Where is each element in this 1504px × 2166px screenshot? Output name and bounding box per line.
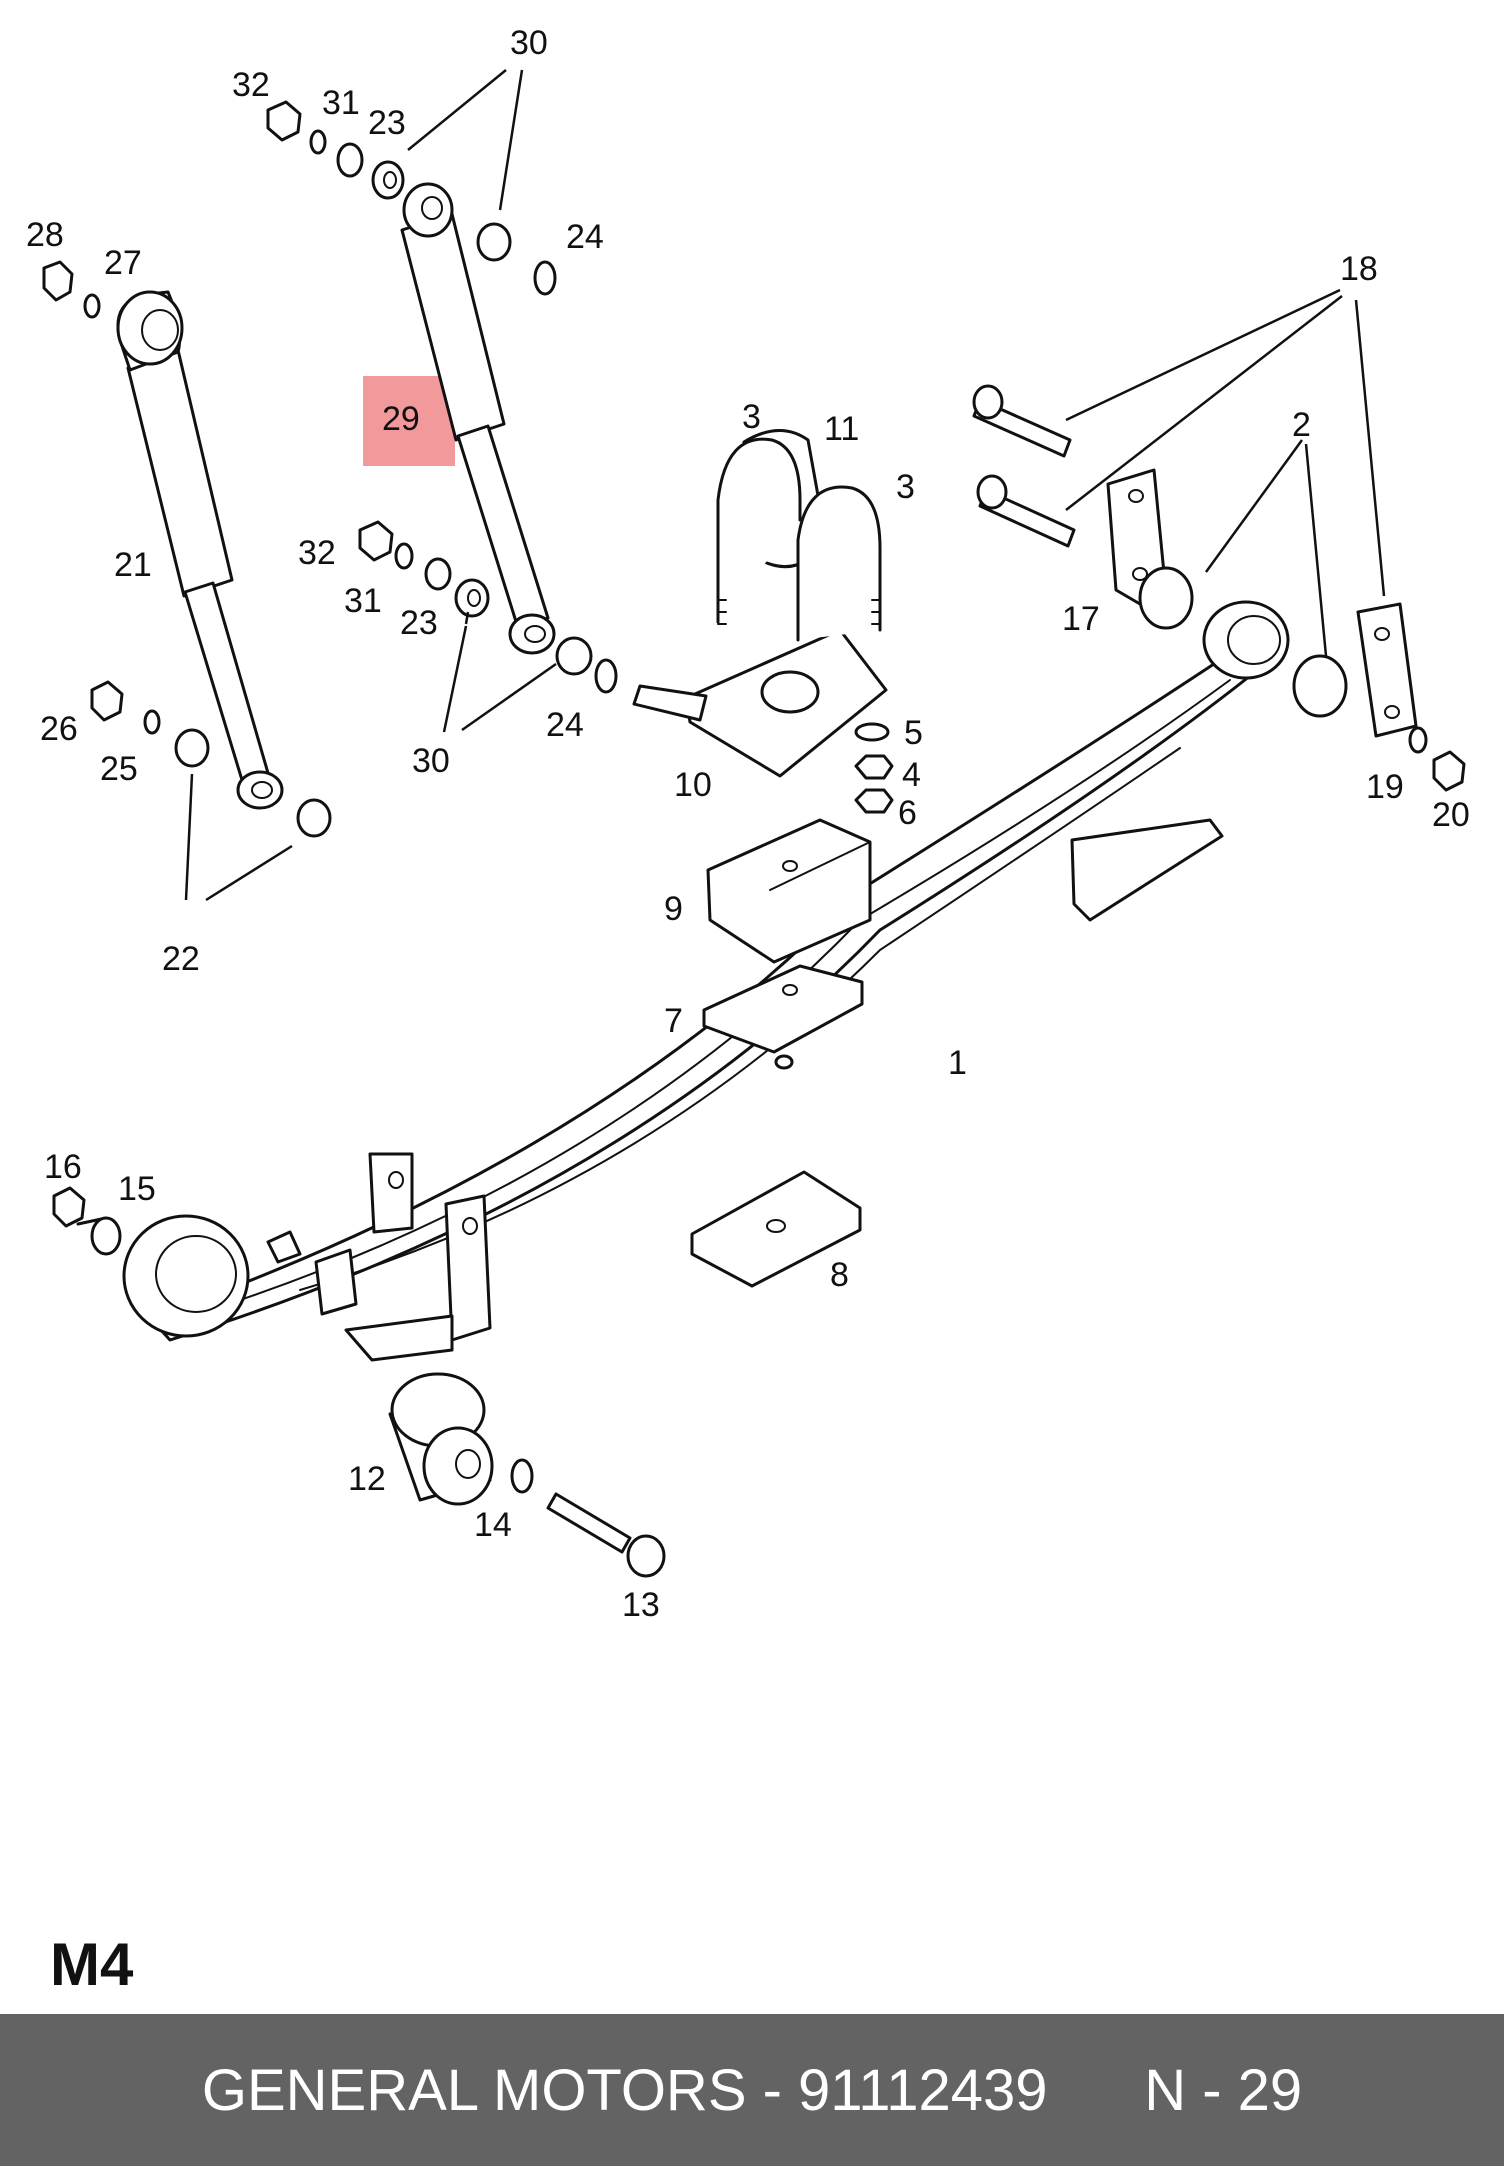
label-25: 25 <box>100 750 138 788</box>
label-13: 13 <box>622 1586 660 1624</box>
label-15: 15 <box>118 1170 156 1208</box>
label-3a: 3 <box>742 398 761 436</box>
label-21: 21 <box>114 546 152 584</box>
leader-lines <box>184 69 1386 902</box>
front-hanger[interactable] <box>972 384 1466 792</box>
label-26: 26 <box>40 710 78 748</box>
footer-bar: GENERAL MOTORS - 91112439 N - 29 <box>0 2014 1504 2166</box>
label-17: 17 <box>1062 600 1100 638</box>
u-bolt-assembly[interactable] <box>632 429 888 778</box>
footer-part-number: 91112439 <box>798 2057 1048 2123</box>
highlight-box-29 <box>363 376 455 466</box>
label-1: 1 <box>948 1044 967 1082</box>
label-10: 10 <box>674 766 712 804</box>
label-22: 22 <box>162 940 200 978</box>
label-11: 11 <box>824 410 859 448</box>
label-27: 27 <box>104 244 142 282</box>
label-12: 12 <box>348 1460 386 1498</box>
label-29: 29 <box>382 400 420 438</box>
label-31a: 31 <box>322 84 360 122</box>
front-eye[interactable] <box>1202 600 1290 680</box>
label-32b: 32 <box>298 534 336 572</box>
label-18: 18 <box>1340 250 1378 288</box>
bushing-12[interactable] <box>388 1372 494 1506</box>
label-8: 8 <box>830 1256 849 1294</box>
label-31b: 31 <box>344 582 382 620</box>
label-30a: 30 <box>510 24 548 62</box>
exploded-parts-diagram: 1 2 3 3 4 5 6 7 8 9 10 11 12 13 14 15 16… <box>26 24 1470 1624</box>
footer-ref: N - 29 <box>1144 2057 1303 2123</box>
label-7: 7 <box>664 1002 683 1040</box>
bolt-13[interactable] <box>546 1492 666 1578</box>
label-19: 19 <box>1366 768 1404 806</box>
label-24a: 24 <box>566 218 604 256</box>
label-9: 9 <box>664 890 683 928</box>
spring-clips <box>266 1152 492 1362</box>
label-16: 16 <box>44 1148 82 1186</box>
nut-washer-stack <box>854 722 894 814</box>
label-4: 4 <box>902 756 921 794</box>
footer-gap <box>1048 2057 1145 2124</box>
label-23b: 23 <box>400 604 438 642</box>
rear-eye-bushing[interactable] <box>52 1186 250 1338</box>
spacer-9[interactable] <box>706 818 872 964</box>
shock-absorber-left[interactable] <box>116 290 284 810</box>
diagram-code: M4 <box>50 1931 134 1998</box>
label-5: 5 <box>904 714 923 752</box>
callout-labels: 1 2 3 3 4 5 6 7 8 9 10 11 12 13 14 15 16… <box>26 24 1470 1624</box>
label-32a: 32 <box>232 66 270 104</box>
washer-14[interactable] <box>510 1458 534 1494</box>
label-2: 2 <box>1292 406 1311 444</box>
shock-hardware <box>42 100 618 838</box>
footer-separator: - <box>746 2057 799 2123</box>
plate-7[interactable] <box>702 964 864 1070</box>
label-20: 20 <box>1432 796 1470 834</box>
footer-brand: GENERAL MOTORS <box>201 2057 747 2123</box>
label-23a: 23 <box>368 104 406 142</box>
label-28: 28 <box>26 216 64 254</box>
label-6: 6 <box>898 794 917 832</box>
label-30b: 30 <box>412 742 450 780</box>
plate-8[interactable] <box>690 1170 862 1288</box>
shock-absorber-right[interactable] <box>400 182 556 655</box>
label-14: 14 <box>474 1506 512 1544</box>
label-24b: 24 <box>546 706 584 744</box>
label-3b: 3 <box>896 468 915 506</box>
